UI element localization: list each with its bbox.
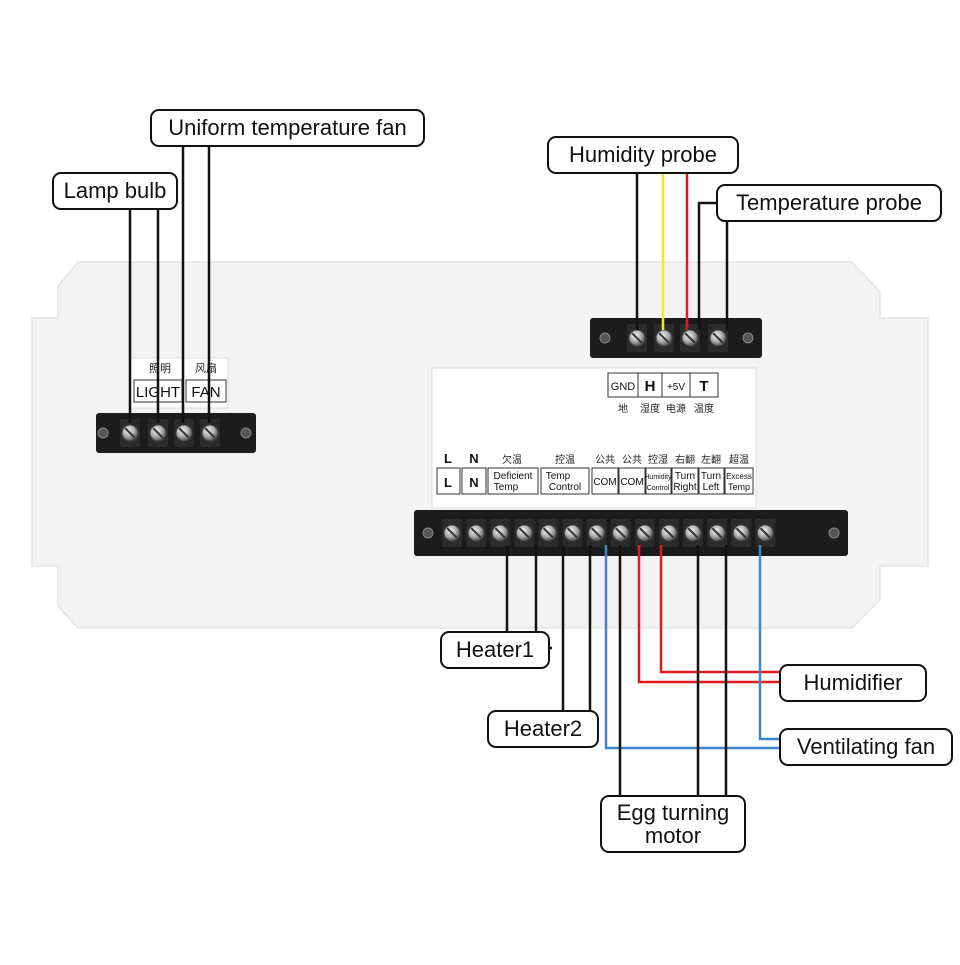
humidifier-callout: Humidifier: [779, 664, 927, 702]
main-screw-1: [442, 519, 462, 547]
probe-mount-hole-1: [599, 332, 611, 344]
left-mount-hole-2: [240, 427, 252, 439]
label-temp-control-cn: 控温: [555, 453, 575, 466]
probe-t-label: T: [699, 378, 708, 395]
left-mount-hole-1: [97, 427, 109, 439]
main-screw-8: [610, 519, 631, 547]
label-excess-cn: 超温: [729, 453, 749, 466]
heater1-callout: Heater1: [440, 631, 550, 669]
label-temp-control-1: Temp: [546, 471, 571, 482]
label-turn-left-cn: 左翻: [701, 453, 721, 466]
probe-terminal-block: [590, 318, 762, 358]
label-deficient-1: Deficient: [494, 471, 533, 482]
uniform-fan-callout: Uniform temperature fan: [150, 109, 425, 147]
left-screw-2: [148, 419, 168, 447]
label-turn-left-1: Turn: [701, 471, 721, 482]
label-com2: COM: [620, 477, 643, 488]
probe-h-label: H: [645, 378, 656, 395]
main-mount-hole-2: [828, 527, 840, 539]
main-screw-7: [586, 519, 607, 547]
main-screw-6: [562, 519, 583, 547]
left-screw-4: [200, 419, 220, 447]
main-mount-hole-1: [422, 527, 434, 539]
label-turn-right-cn: 右翻: [675, 453, 695, 466]
egg-turning-motor-callout: Egg turning motor: [600, 795, 746, 853]
probe-label-grid: GND H +5V T 地 湿度 电源 温度: [607, 372, 719, 415]
egg-turning-line1: Egg turning: [616, 800, 730, 825]
left-screw-1: [120, 419, 140, 447]
fan-cn-label: 风扇: [195, 361, 217, 375]
label-excess-1: Excess: [726, 472, 752, 481]
fan-box: [185, 379, 227, 403]
wire-vent-fan-b: [758, 545, 780, 741]
main-screw-10: [658, 519, 679, 547]
label-deficient-cn: 欠温: [502, 453, 522, 466]
wire-temp-probe-1: [697, 201, 718, 330]
main-screw-2: [466, 519, 487, 547]
main-screw-11: [683, 519, 703, 547]
probe-h-cn: 湿度: [640, 402, 660, 415]
label-turn-right-1: Turn: [675, 471, 695, 482]
label-com1-cn: 公共: [595, 454, 615, 466]
label-humidity-cn: 控湿: [648, 453, 668, 466]
label-temp-control-2: Control: [549, 482, 581, 493]
main-label-grid: L N 欠温 控温 公共 公共 控湿 右翻 左翻 超温 L N Deficien…: [436, 451, 754, 495]
egg-turning-line2: motor: [644, 823, 702, 848]
main-screw-3: [490, 519, 511, 547]
probe-5v-label: +5V: [667, 382, 685, 393]
main-screw-5: [538, 519, 559, 547]
wire-vent-fan-a: [604, 545, 780, 750]
label-n-top: N: [469, 451, 478, 466]
probe-screw-2: [654, 324, 674, 352]
left-terminal-block: [96, 413, 256, 453]
label-n: N: [469, 475, 478, 490]
ventilating-fan-callout: Ventilating fan: [779, 728, 953, 766]
label-turn-left-2: Left: [703, 482, 720, 493]
label-com1: COM: [593, 477, 616, 488]
main-screw-14: [755, 519, 776, 547]
main-screw-9: [634, 519, 655, 547]
label-l: L: [444, 475, 452, 490]
label-com2-cn: 公共: [622, 454, 642, 466]
main-screw-13: [731, 519, 752, 547]
main-terminal-block: [414, 510, 848, 556]
probe-mount-hole-2: [742, 332, 754, 344]
main-screw-12: [707, 519, 728, 547]
label-l-top: L: [444, 451, 452, 466]
temperature-probe-callout: Temperature probe: [716, 184, 942, 222]
probe-gnd-cn: 地: [618, 402, 628, 415]
heater2-callout: Heater2: [487, 710, 599, 748]
humidity-probe-callout: Humidity probe: [547, 136, 739, 174]
light-cn-label: 照明: [149, 362, 171, 375]
label-excess-2: Temp: [728, 482, 750, 492]
left-screw-3: [174, 419, 194, 447]
probe-screw-4: [708, 324, 728, 352]
label-deficient-2: Temp: [494, 482, 519, 493]
probe-t-cn: 温度: [694, 402, 714, 415]
probe-screw-3: [680, 324, 700, 352]
label-humidity-2: Control: [647, 485, 670, 492]
fan-en-label: FAN: [191, 384, 220, 401]
probe-5v-cn: 电源: [666, 402, 686, 415]
main-screw-4: [514, 519, 535, 547]
probe-gnd-label: GND: [611, 381, 636, 393]
wire-humidifier-a: [637, 545, 780, 684]
label-turn-right-2: Right: [673, 482, 697, 493]
label-humidity-1: Humidity: [644, 474, 672, 481]
probe-screw-1: [627, 324, 647, 352]
lamp-bulb-callout: Lamp bulb: [52, 172, 178, 210]
wire-humidifier-b: [659, 545, 780, 674]
